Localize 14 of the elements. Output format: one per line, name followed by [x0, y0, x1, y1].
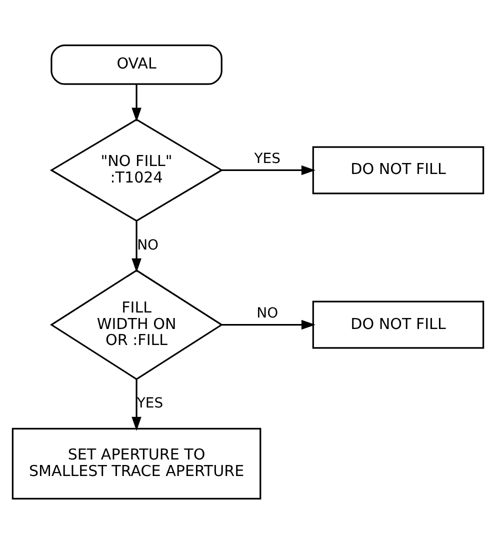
arrow — [222, 320, 316, 330]
arrow — [222, 165, 316, 176]
edge-label: NO — [137, 237, 159, 254]
node-diamond: "NO FILL" :T1024 — [50, 118, 224, 222]
arrow — [132, 221, 142, 272]
node-box: SET APERTURE TO SMALLEST TRACE APERTURE — [12, 428, 262, 500]
edge-label: YES — [254, 151, 281, 168]
node-box: DO NOT FILL — [312, 146, 484, 194]
edge-label: NO — [256, 306, 278, 322]
arrow — [132, 84, 142, 122]
node-box: DO NOT FILL — [312, 300, 484, 349]
node-box: OVAL — [50, 44, 222, 85]
arrow — [132, 380, 142, 431]
node-diamond: FILL WIDTH ON OR :FILL — [50, 269, 224, 380]
